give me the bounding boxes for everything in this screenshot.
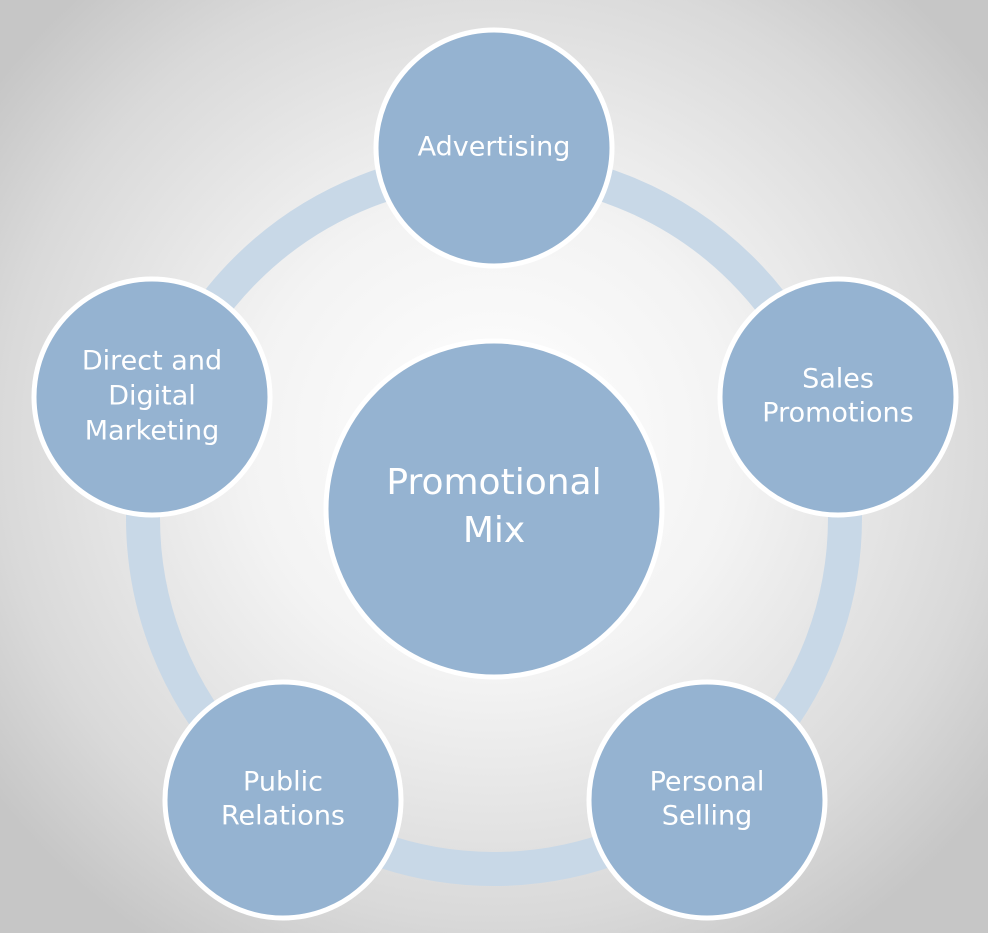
center-node-circle xyxy=(323,338,665,680)
node-direct-digital-marketing: Direct and Digital Marketing xyxy=(31,276,273,518)
node-personal-selling-label-line-2: Selling xyxy=(662,801,753,832)
node-advertising-label-line-1: Advertising xyxy=(418,132,571,163)
node-sales-promotions-label-line-2: Promotions xyxy=(762,398,913,429)
node-personal-selling-label-line-1: Personal xyxy=(650,767,765,798)
node-sales-promotions-circle xyxy=(717,276,959,518)
node-public-relations-circle xyxy=(162,679,404,921)
node-direct-digital-marketing-label-line-3: Marketing xyxy=(85,416,220,447)
node-advertising-circle xyxy=(373,27,615,269)
center-node-label-line-2: Mix xyxy=(463,510,525,551)
node-advertising: Advertising xyxy=(373,27,615,269)
node-personal-selling-circle xyxy=(586,679,828,921)
node-public-relations-label-line-2: Relations xyxy=(221,801,345,832)
node-direct-digital-marketing-circle xyxy=(31,276,273,518)
node-public-relations: Public Relations xyxy=(162,679,404,921)
node-direct-digital-marketing-label-line-1: Direct and xyxy=(82,346,222,377)
node-direct-digital-marketing-label-line-2: Digital xyxy=(108,381,196,412)
node-sales-promotions: Sales Promotions xyxy=(717,276,959,518)
center-node-label-line-1: Promotional xyxy=(386,462,601,503)
center-node: Promotional Mix xyxy=(323,338,665,680)
node-public-relations-label-line-1: Public xyxy=(243,767,323,798)
node-sales-promotions-label-line-1: Sales xyxy=(802,364,874,395)
node-personal-selling: Personal Selling xyxy=(586,679,828,921)
